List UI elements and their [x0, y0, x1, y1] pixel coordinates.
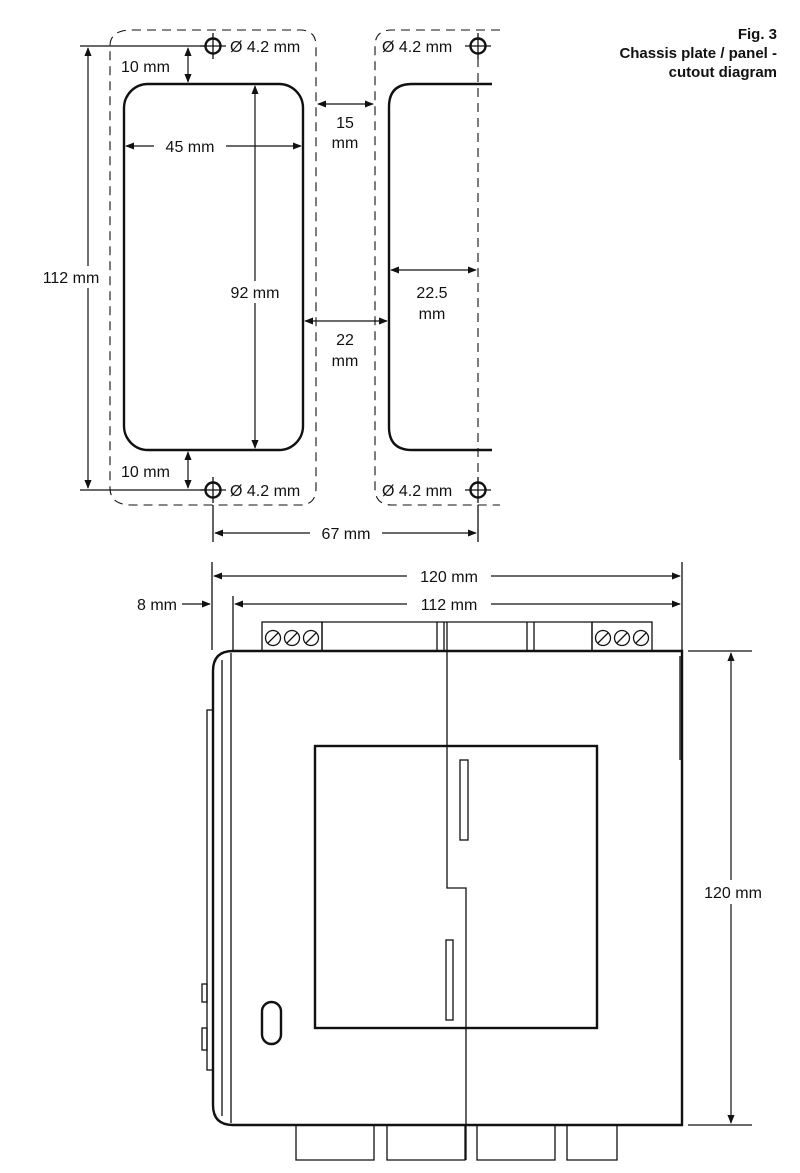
dimension-label-8mm: 8 mm: [137, 597, 177, 614]
dimension-label-gap-top: 10 mm: [121, 59, 170, 76]
top-connector-housing: [321, 621, 593, 651]
dimension-label-45mm: 45 mm: [166, 139, 215, 156]
dimension-label-22mm-unit: mm: [332, 353, 359, 370]
terminal-block-right: [591, 621, 653, 652]
figure-caption-line1: Chassis plate / panel -: [619, 45, 777, 62]
terminal-block-left: [261, 621, 323, 652]
indicator-slot-lower: [445, 939, 454, 1021]
housing-split-line: [446, 622, 467, 1160]
dimension-label-120mm-width: 120 mm: [420, 569, 478, 586]
dimension-label-120mm-height: 120 mm: [704, 885, 762, 902]
figure-caption-line2: cutout diagram: [669, 64, 777, 81]
hole-label-bottom-left: Ø 4.2 mm: [230, 483, 300, 500]
indicator-slot-upper: [459, 759, 469, 841]
dimension-label-gap-bottom: 10 mm: [121, 464, 170, 481]
left-plate-outline: [109, 29, 317, 506]
right-plate-outline: [374, 29, 500, 506]
dimension-label-15mm-unit: mm: [332, 135, 359, 152]
release-lever: [260, 1000, 283, 1046]
figure-number: Fig. 3: [738, 26, 777, 43]
side-tab-lower: [201, 1027, 208, 1051]
hole-label-top-left: Ø 4.2 mm: [230, 39, 300, 56]
hole-label-bottom-right: Ø 4.2 mm: [382, 483, 452, 500]
dimension-label-22-5mm-value: 22.5: [416, 285, 447, 302]
right-cutout: [387, 82, 492, 452]
dimension-label-22mm-value: 22: [336, 332, 354, 349]
mounting-hole-bottom-right: [465, 477, 491, 503]
dimension-label-22-5mm-unit: mm: [419, 306, 446, 323]
bottom-connectors: [295, 1125, 618, 1161]
left-cutout: [122, 82, 305, 452]
dimension-label-112mm: 112 mm: [43, 270, 100, 287]
din-rail-clip: [206, 709, 214, 1071]
side-tab-upper: [201, 983, 208, 1003]
hole-label-top-right: Ø 4.2 mm: [382, 39, 452, 56]
mounting-hole-top-right: [465, 33, 491, 59]
dimension-label-92mm: 92 mm: [231, 285, 280, 302]
dimension-label-67mm: 67 mm: [322, 526, 371, 543]
dimension-label-112mm-width: 112 mm: [421, 597, 478, 614]
device-body: [211, 649, 684, 1127]
front-panel: [313, 744, 599, 1030]
dimension-label-15mm-value: 15: [336, 115, 354, 132]
